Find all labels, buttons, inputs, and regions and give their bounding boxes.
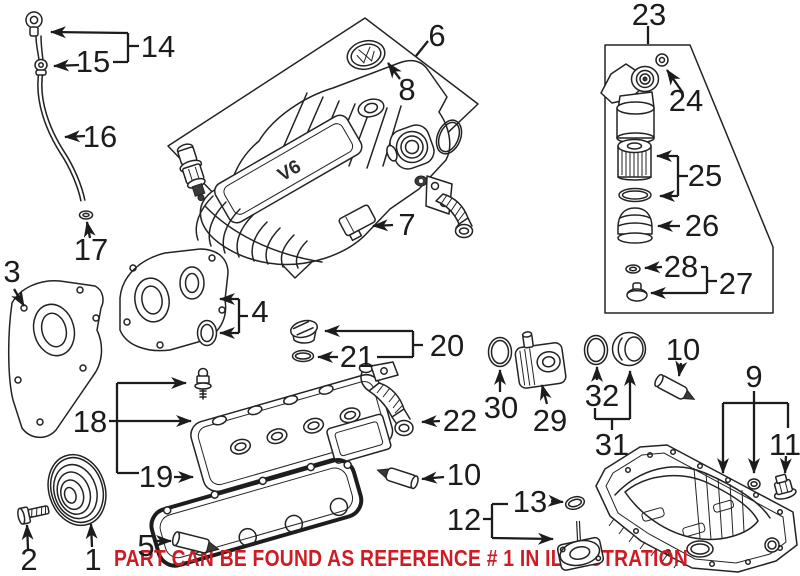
callout-18: 18 bbox=[73, 404, 107, 439]
callout-5: 5 bbox=[137, 528, 154, 563]
throttle-oring bbox=[435, 119, 463, 155]
sealing-flange-drawing bbox=[8, 280, 104, 438]
sealant-tube-right-drawing bbox=[654, 373, 696, 400]
cap-seal-drawing bbox=[291, 349, 315, 363]
purge-valve-drawing bbox=[176, 143, 206, 202]
cooler-plug-drawing bbox=[611, 331, 647, 367]
callout-15: 15 bbox=[76, 44, 110, 79]
runner-tubes bbox=[195, 195, 323, 269]
valve-cover-drawing bbox=[190, 373, 394, 493]
oil-filter-panel-outline bbox=[604, 44, 774, 314]
engine-cover-plate: V6 bbox=[213, 114, 363, 224]
crankshaft-pulley-drawing bbox=[47, 453, 107, 527]
callout-10-mid: 10 bbox=[447, 457, 481, 492]
callout-32: 32 bbox=[585, 378, 619, 413]
callout-21: 21 bbox=[340, 339, 374, 374]
plug-seal-drawing bbox=[625, 264, 641, 274]
filter-cap-drawing bbox=[617, 207, 653, 244]
callout-24: 24 bbox=[669, 83, 703, 118]
intake-manifold-drawing: V6 bbox=[176, 39, 463, 269]
filter-oring-small-drawing bbox=[655, 53, 669, 67]
throttle-flange bbox=[386, 124, 435, 170]
filter-gasket-drawing bbox=[618, 187, 652, 203]
valve-cover-bolt-drawing bbox=[194, 367, 212, 400]
callout-19: 19 bbox=[139, 459, 173, 494]
vw-roundel-icon bbox=[346, 39, 386, 71]
filler-cap-drawing bbox=[290, 319, 318, 344]
oil-level-sensor-drawing bbox=[556, 520, 605, 571]
leader-lines bbox=[11, 26, 792, 550]
callout-labels: 1 2 3 4 5 6 7 8 9 10 10 11 12 13 14 15 1… bbox=[3, 0, 800, 576]
callout-31: 31 bbox=[595, 427, 629, 462]
callout-8: 8 bbox=[398, 72, 415, 107]
cooler-oring-drawing bbox=[487, 336, 513, 368]
callout-6: 6 bbox=[428, 18, 445, 53]
pulley-bolt-drawing bbox=[17, 505, 50, 525]
callout-20: 20 bbox=[430, 328, 464, 363]
oil-filter-assembly-drawing bbox=[600, 53, 669, 302]
pan-oring-drawing bbox=[747, 478, 761, 490]
callout-16: 16 bbox=[83, 119, 117, 154]
breather-hose-drawing bbox=[358, 361, 414, 437]
cooler-plug-seal-drawing bbox=[583, 334, 609, 366]
oil-pan-drawing bbox=[595, 444, 798, 573]
manifold-support-drawing bbox=[338, 204, 376, 242]
callout-22: 22 bbox=[443, 403, 477, 438]
callout-1: 1 bbox=[84, 542, 101, 576]
manifold-panel-outline bbox=[167, 17, 479, 279]
callout-10-right: 10 bbox=[666, 332, 700, 367]
filter-plug-drawing bbox=[626, 282, 648, 302]
callout-27: 27 bbox=[719, 266, 753, 301]
dipstick-drawing bbox=[25, 11, 94, 220]
plenum-boss bbox=[357, 98, 385, 118]
callout-17: 17 bbox=[74, 232, 108, 267]
callout-9: 9 bbox=[745, 359, 762, 394]
callout-4: 4 bbox=[251, 294, 268, 329]
filter-element-drawing bbox=[617, 138, 652, 181]
callout-30: 30 bbox=[484, 390, 518, 425]
callout-7: 7 bbox=[398, 207, 415, 242]
callout-26: 26 bbox=[685, 208, 719, 243]
sensor-oring-drawing bbox=[564, 495, 586, 511]
sealant-tube-mid-drawing bbox=[376, 467, 419, 490]
front-cover-drawing bbox=[119, 248, 229, 352]
callout-2: 2 bbox=[20, 542, 37, 576]
elbow-hose-drawing bbox=[414, 175, 474, 239]
callout-29: 29 bbox=[533, 403, 567, 438]
callout-23: 23 bbox=[632, 0, 666, 32]
callout-13: 13 bbox=[513, 484, 547, 519]
oil-cooler-drawing bbox=[514, 331, 567, 389]
callout-11: 11 bbox=[769, 427, 800, 462]
callout-12: 12 bbox=[447, 502, 481, 537]
front-cover-seal-drawing bbox=[196, 319, 218, 347]
callout-14: 14 bbox=[141, 29, 175, 64]
callout-3: 3 bbox=[3, 254, 20, 289]
callout-28: 28 bbox=[664, 249, 698, 284]
sealant-tube-front-drawing bbox=[171, 531, 220, 554]
drain-plug-drawing bbox=[773, 473, 797, 500]
callout-25: 25 bbox=[688, 158, 722, 193]
